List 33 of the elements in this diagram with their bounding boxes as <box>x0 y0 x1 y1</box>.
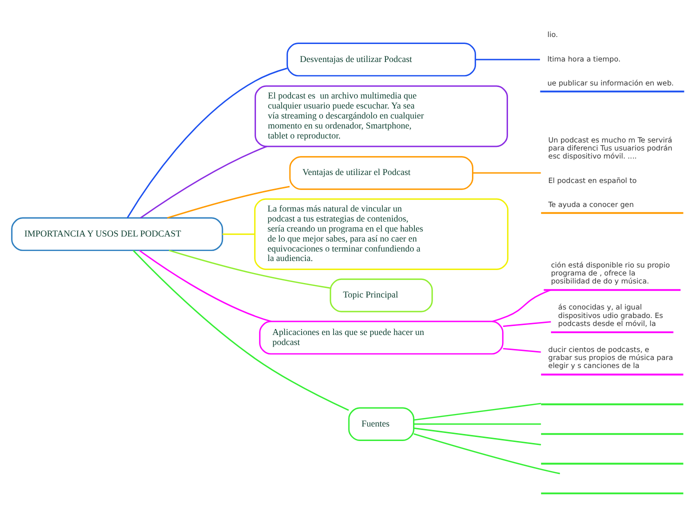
connector <box>475 58 540 60</box>
node-box: Fuentes <box>348 406 414 440</box>
connector <box>139 249 272 322</box>
connector <box>168 249 330 288</box>
node-box: Ventajas de utilizar el Podcast <box>289 156 474 190</box>
connector <box>222 233 255 234</box>
node-text: lio. ltima hora a tiempo. ue publicar su información en web. <box>547 29 674 88</box>
node-text: ción está disponible rio su propio programa de , ofrece la posibilidad de do y música. <box>550 260 670 286</box>
connector <box>414 432 560 474</box>
connector <box>414 422 541 424</box>
node-box: Aplicaciones en las que se puede hacer un podcast <box>259 320 504 354</box>
connector <box>414 402 542 420</box>
node-text: ás conocidas y, al igual dispositivos udio grabado. Es podcasts desde el móvil, la <box>558 302 664 328</box>
connector <box>167 185 290 218</box>
node-bar <box>541 432 684 434</box>
node-bar <box>541 492 684 494</box>
node-box: IMPORTANCIA Y USOS DEL PODCAST <box>11 216 224 251</box>
node-bar <box>541 402 684 405</box>
connector <box>132 250 349 410</box>
node-text: ducir cientos de podcasts, e grabar sus propios de música para elegir y s canciones de la <box>548 344 674 370</box>
node-box: Topic Principal <box>330 278 433 312</box>
connector <box>503 347 541 352</box>
node-text: Un podcast es mucho m Te servirá para diferenci Tus usuarios podrán esc dispositivo móvil. .... El podcast en español to Te ayuda a conocer gen <box>548 134 672 209</box>
connector <box>126 67 288 218</box>
connector <box>492 288 551 322</box>
connector <box>503 320 551 326</box>
connector <box>414 427 542 445</box>
connector <box>472 172 541 174</box>
node-box: El podcast es un archivo multimedia que cualquier usuario puede escuchar. Ya sea vía streaming o descargándolo en cualquier momento en su ordenador, Smartphone, tablet o reproductor. <box>254 84 508 147</box>
node-bar <box>541 462 684 464</box>
node-box: La formas más natural de vincular un podcast a tus estrategias de contenidos, sería creando un programa en el que hables de lo que mejor sabes, para así no caer en equivocaciones o terminar confundiendo a la audiencia. <box>254 198 508 270</box>
node-box: Desventajas de utilizar Podcast <box>286 42 476 76</box>
connector <box>140 145 268 218</box>
